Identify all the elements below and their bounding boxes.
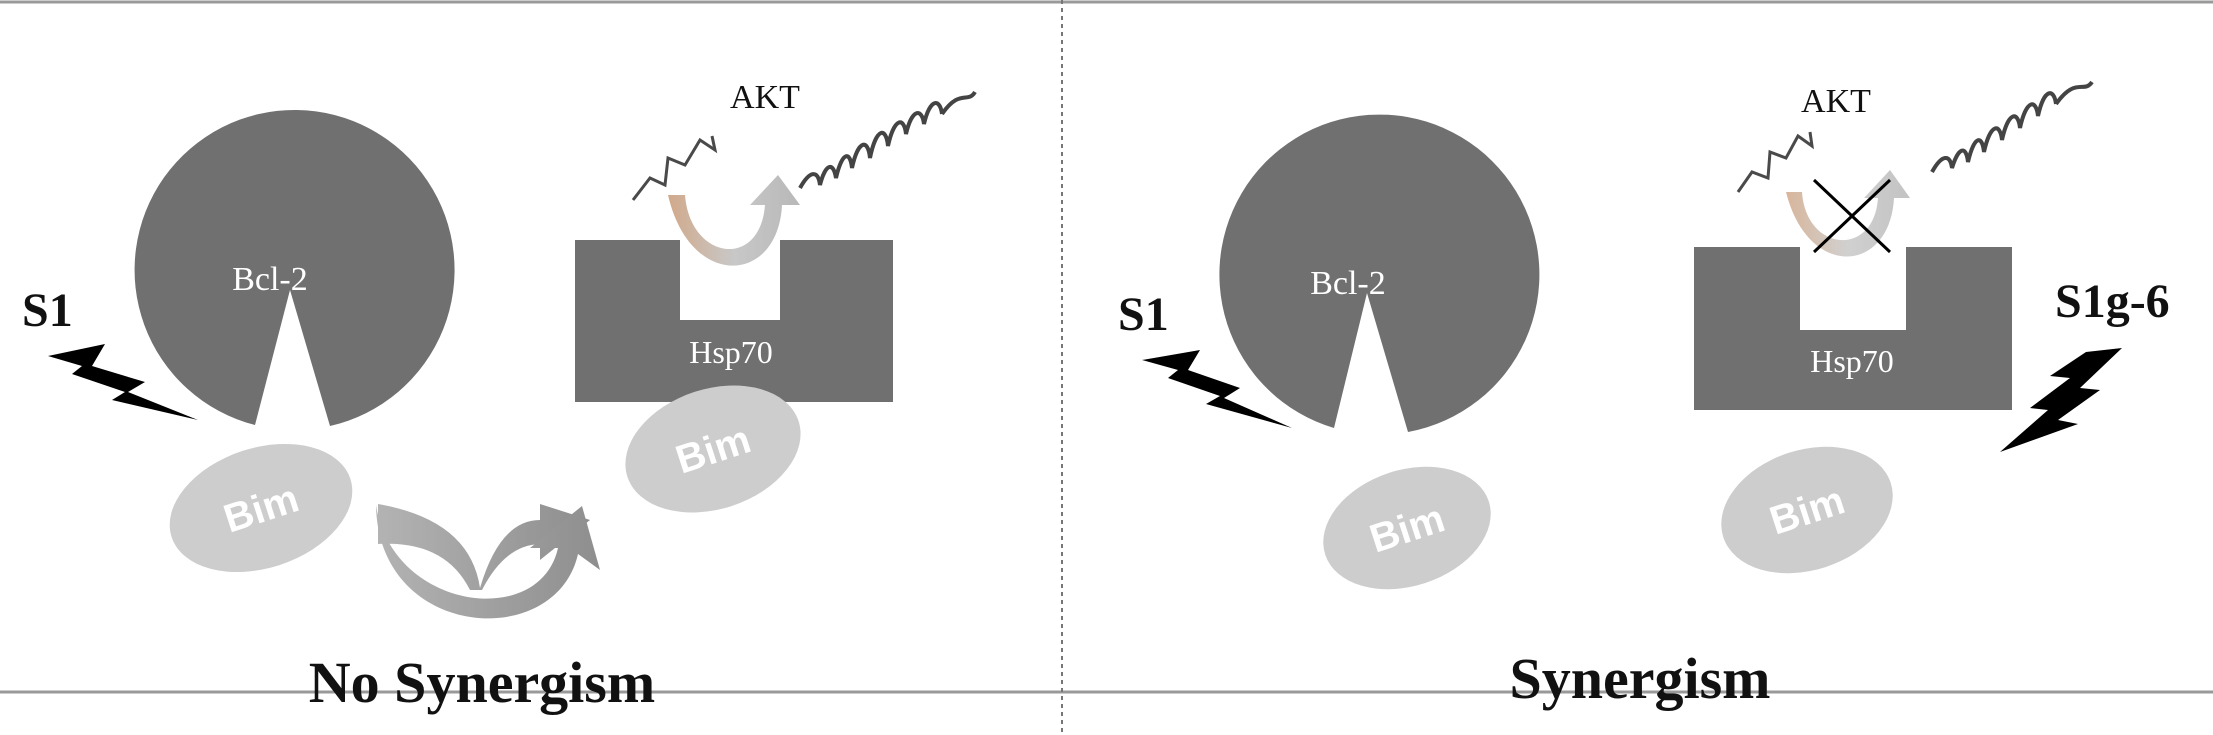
stimulus-label-right: S1	[1118, 288, 1169, 341]
hsp70-label: Hsp70	[689, 334, 773, 370]
lightning-bolt-icon	[1142, 350, 1292, 428]
stimulus-label: S1	[22, 284, 73, 337]
bcl2-label-right: Bcl-2	[1310, 265, 1386, 302]
hsp70-shape	[575, 240, 893, 402]
lightning-bolt-icon	[48, 344, 198, 420]
bim-bound: Bim	[625, 385, 801, 513]
bcl2-shape	[134, 109, 455, 426]
bcl2-shape-right	[1219, 114, 1540, 432]
akt-unfolded-chain	[631, 135, 718, 201]
right-caption: Synergism	[1510, 646, 1771, 711]
akt-label-right: AKT	[1801, 83, 1871, 120]
cross-mark-icon	[1812, 178, 1892, 254]
lightning-bolt-icon	[2000, 348, 2122, 452]
curved-arrow-icon	[378, 504, 590, 590]
protein-helix-icon	[798, 90, 977, 189]
hsp70-shape-right	[1694, 247, 2012, 410]
right-panel: Bcl-2 Hsp70 S1 S1g-6 Bim Bim AKT	[1118, 80, 2170, 590]
bim-free-right: Bim	[1323, 466, 1491, 590]
protein-helix-icon	[1930, 80, 2094, 173]
left-caption: No Synergism	[309, 650, 655, 715]
bim-free: Bim	[169, 443, 353, 573]
left-panel: Bcl-2 Hsp70 S1 Bim Bim AKT	[22, 79, 977, 619]
akt-unfolded-chain-right	[1736, 131, 1814, 193]
akt-label: AKT	[730, 79, 800, 116]
folding-arrow	[668, 175, 800, 266]
transfer-arrow	[376, 505, 600, 619]
bcl2-label: Bcl-2	[232, 261, 308, 298]
hsp70-label-right: Hsp70	[1810, 343, 1894, 379]
second-stimulus-label: S1g-6	[2055, 275, 2170, 328]
bim-hsp-right: Bim	[1721, 446, 1893, 574]
